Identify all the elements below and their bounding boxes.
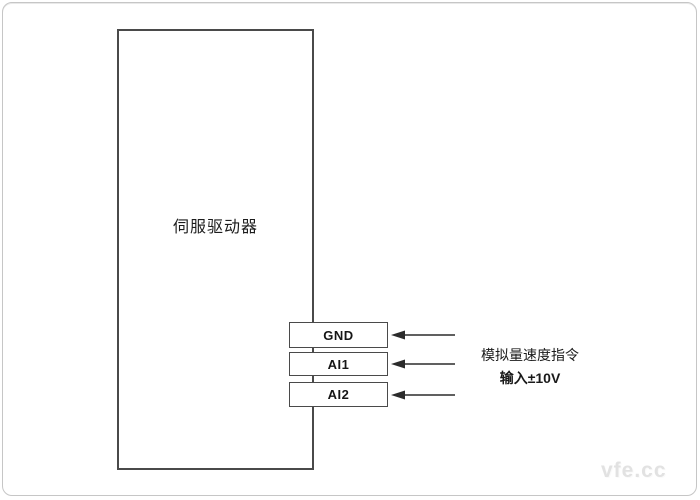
- annotation-line1: 模拟量速度指令: [481, 347, 579, 363]
- arrow-left-icon: [391, 390, 455, 400]
- annotation-line2: 输入±10V: [499, 370, 561, 386]
- terminal-label-gnd: GND: [323, 327, 354, 343]
- terminal-box-ai2: AI2: [289, 382, 388, 407]
- servo-driver-box: [117, 29, 314, 470]
- watermark-text: vfe.cc: [601, 459, 667, 482]
- terminal-label-ai1: AI1: [327, 356, 350, 372]
- arrow-left-icon: [391, 330, 455, 340]
- terminal-label-ai2: AI2: [327, 387, 350, 402]
- servo-driver-label: 伺服驱动器: [172, 219, 258, 236]
- terminal-box-gnd: GND: [289, 322, 388, 348]
- arrow-left-icon: [391, 359, 455, 369]
- annotation-text: 模拟量速度指令 输入±10V: [458, 344, 602, 390]
- terminal-box-ai1: AI1: [289, 352, 388, 376]
